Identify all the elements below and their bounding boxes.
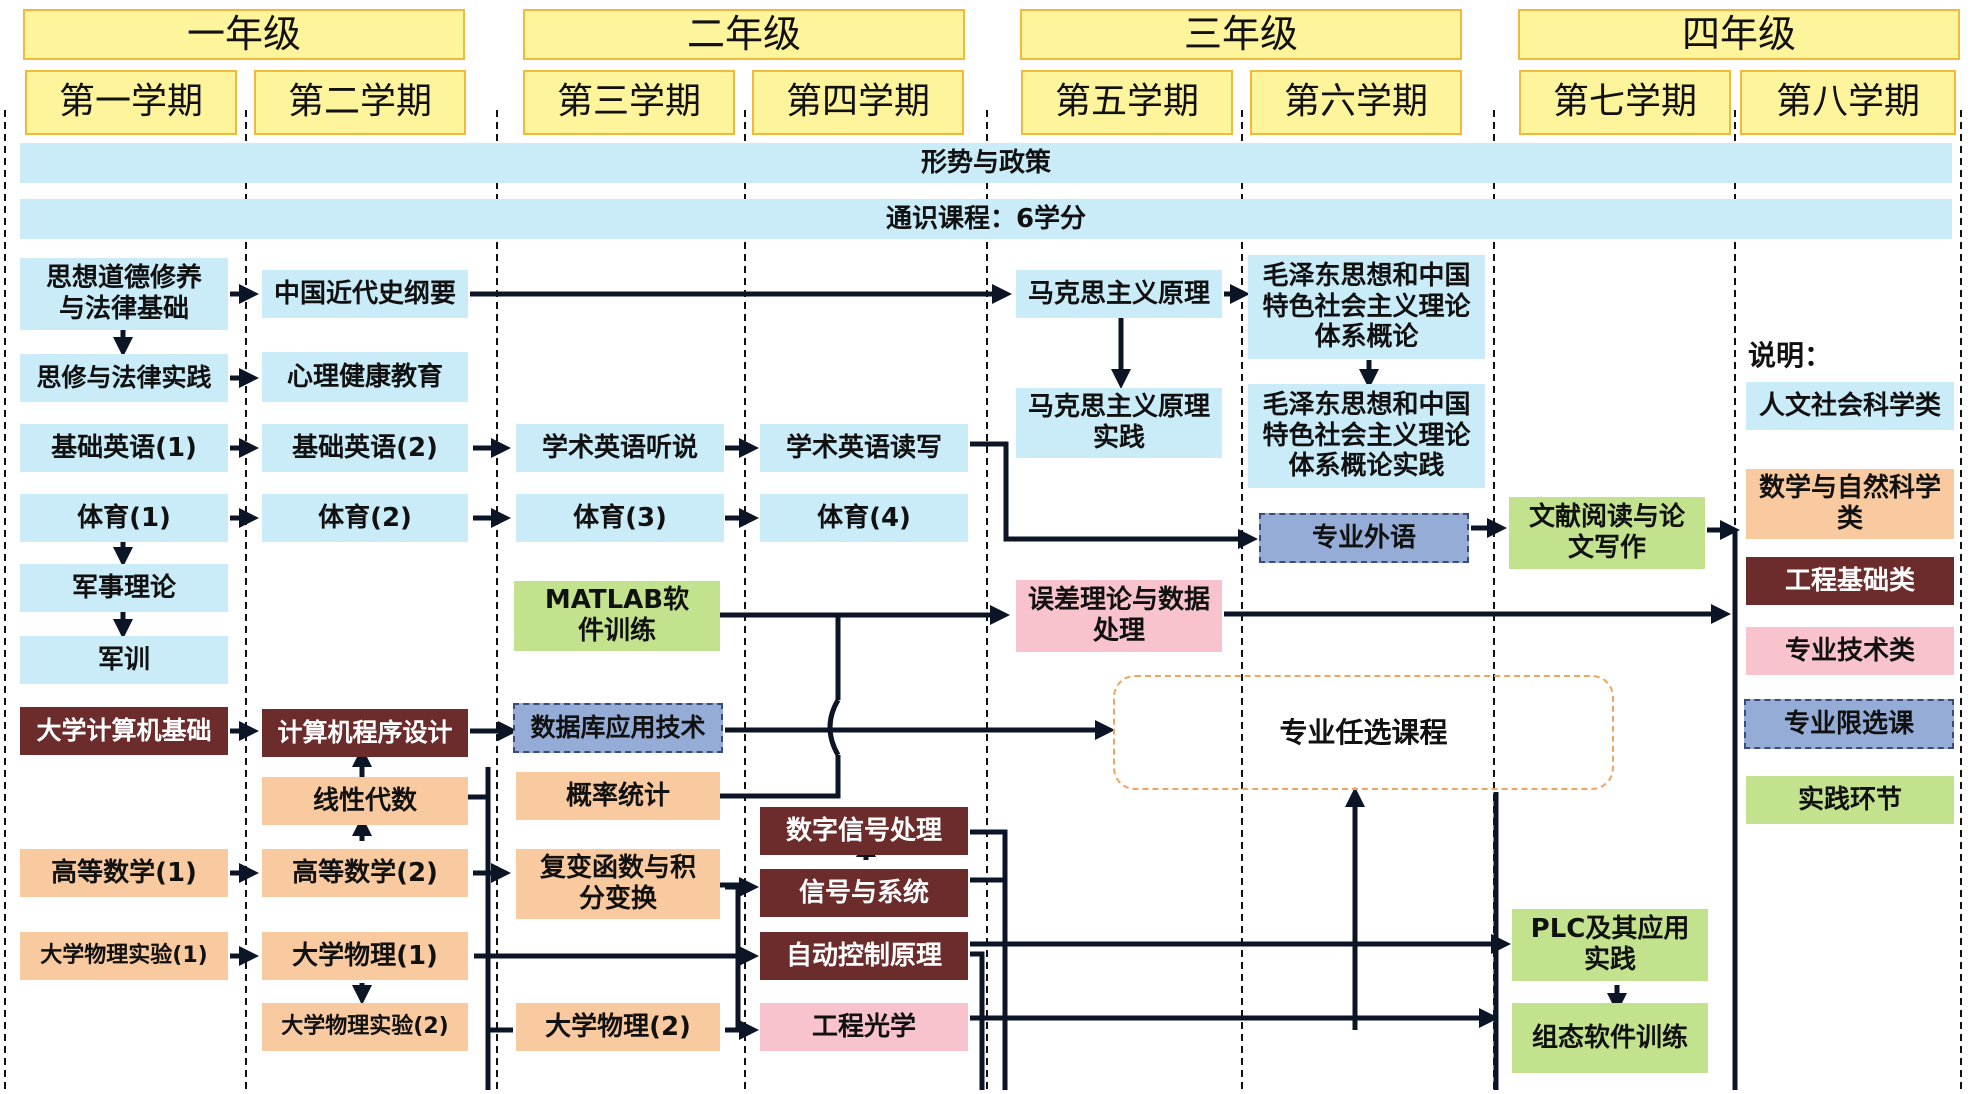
course-matlab: MATLAB软件训练 xyxy=(514,581,720,651)
course-optics: 工程光学 xyxy=(760,1003,968,1051)
semester-header-8: 第八学期 xyxy=(1740,70,1956,135)
course-mao-practice: 毛泽东思想和中国特色社会主义理论体系概论实践 xyxy=(1248,384,1485,488)
legend-math-science: 数学与自然科学类 xyxy=(1746,469,1954,539)
course-english-1: 基础英语(1) xyxy=(20,424,228,472)
legend-practice: 实践环节 xyxy=(1746,776,1954,824)
year-header-4: 四年级 xyxy=(1518,9,1960,60)
course-marxism-practice: 马克思主义原理实践 xyxy=(1016,388,1222,458)
course-pe-3: 体育(3) xyxy=(516,494,724,542)
course-intro-computer: 大学计算机基础 xyxy=(20,707,228,755)
course-linear-algebra: 线性代数 xyxy=(262,777,468,825)
course-pe-4: 体育(4) xyxy=(760,494,968,542)
course-probability: 概率统计 xyxy=(516,772,720,820)
course-complex: 复变函数与积分变换 xyxy=(516,849,720,919)
course-physics-2: 大学物理(2) xyxy=(516,1003,720,1051)
course-military-training: 军训 xyxy=(20,636,228,684)
course-academic-listening: 学术英语听说 xyxy=(516,424,724,472)
course-database: 数据库应用技术 xyxy=(513,703,723,753)
semester-header-3: 第三学期 xyxy=(523,70,735,135)
trunk-lines xyxy=(465,530,1738,1090)
semester-header-2: 第二学期 xyxy=(254,70,466,135)
semester-header-4: 第四学期 xyxy=(752,70,964,135)
course-military-theory: 军事理论 xyxy=(20,564,228,612)
semester-header-1: 第一学期 xyxy=(25,70,237,135)
semester-header-6: 第六学期 xyxy=(1250,70,1462,135)
course-academic-reading: 学术英语读写 xyxy=(760,424,968,472)
course-professional-english: 专业外语 xyxy=(1259,513,1469,563)
year-header-2: 二年级 xyxy=(523,9,965,60)
course-plc: PLC及其应用实践 xyxy=(1512,909,1708,981)
course-literature-writing: 文献阅读与论文写作 xyxy=(1509,497,1705,569)
year-header-3: 三年级 xyxy=(1020,9,1462,60)
course-ideology-practice: 思修与法律实践 xyxy=(20,354,228,402)
general-education-band: 通识课程：6学分 xyxy=(20,199,1952,239)
course-modern-history: 中国近代史纲要 xyxy=(262,270,468,318)
course-ideology-law: 思想道德修养与法律基础 xyxy=(20,258,228,330)
prerequisite-arrows xyxy=(113,284,1740,1040)
course-physics-1: 大学物理(1) xyxy=(262,932,468,980)
policy-band: 形势与政策 xyxy=(20,143,1952,183)
course-error-theory: 误差理论与数据处理 xyxy=(1016,580,1222,652)
course-pe-2: 体育(2) xyxy=(262,494,468,542)
course-math-1: 高等数学(1) xyxy=(20,849,228,897)
legend-professional: 专业技术类 xyxy=(1746,627,1954,675)
year-header-1: 一年级 xyxy=(23,9,465,60)
course-control: 自动控制原理 xyxy=(760,932,968,980)
course-physics-lab-1: 大学物理实验(1) xyxy=(20,932,228,980)
course-pe-1: 体育(1) xyxy=(20,494,228,542)
legend-engineering: 工程基础类 xyxy=(1746,557,1954,605)
elective-area: 专业任选课程 xyxy=(1113,675,1614,790)
course-dsp: 数字信号处理 xyxy=(760,807,968,855)
legend-restricted: 专业限选课 xyxy=(1744,699,1954,749)
course-config-software: 组态软件训练 xyxy=(1512,1003,1708,1073)
course-math-2: 高等数学(2) xyxy=(262,849,468,897)
course-english-2: 基础英语(2) xyxy=(262,424,468,472)
course-programming: 计算机程序设计 xyxy=(262,709,468,757)
semester-header-7: 第七学期 xyxy=(1519,70,1731,135)
legend-humanities: 人文社会科学类 xyxy=(1746,382,1954,430)
course-signals: 信号与系统 xyxy=(760,869,968,917)
course-marxism: 马克思主义原理 xyxy=(1016,270,1222,318)
semester-header-5: 第五学期 xyxy=(1021,70,1233,135)
course-mental-health: 心理健康教育 xyxy=(262,352,468,402)
course-mao: 毛泽东思想和中国特色社会主义理论体系概论 xyxy=(1248,255,1485,359)
course-physics-lab-2: 大学物理实验(2) xyxy=(262,1003,468,1051)
legend-title: 说明： xyxy=(1748,339,1833,373)
